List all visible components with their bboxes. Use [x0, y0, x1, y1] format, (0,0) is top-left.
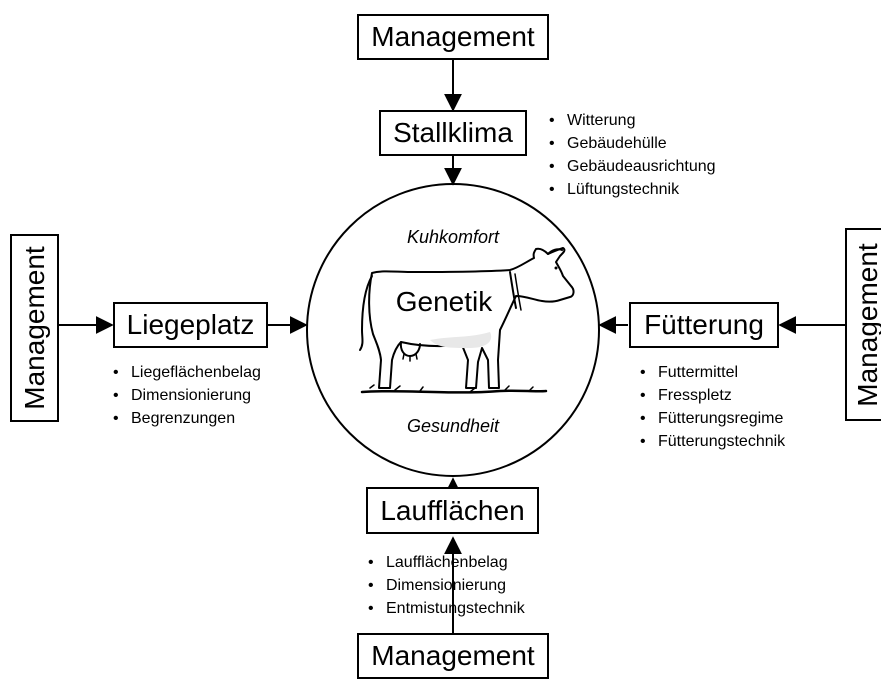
- list-item: Begrenzungen: [113, 407, 261, 430]
- stallklima-title: Stallklima: [393, 117, 513, 148]
- list-item: Dimensionierung: [368, 574, 525, 597]
- management-label-right: Management: [852, 242, 881, 407]
- management-box-left: Management: [10, 234, 59, 422]
- laufflaechen-factor-list: Laufflächenbelag Dimensionierung Entmist…: [368, 551, 525, 620]
- kuhkomfort-label: Kuhkomfort: [406, 227, 500, 247]
- list-item: Lüftungstechnik: [549, 178, 716, 201]
- laufflaechen-box: Laufflächen: [366, 487, 539, 534]
- management-label-left: Management: [18, 246, 50, 410]
- management-label-bottom: Management: [371, 640, 535, 671]
- genetik-label: Genetik: [395, 286, 493, 317]
- stallklima-factor-list: Witterung Gebäudehülle Gebäudeausrichtun…: [549, 109, 716, 201]
- list-item: Entmistungstechnik: [368, 597, 525, 620]
- liegeplatz-box: Liegeplatz: [113, 302, 268, 348]
- laufflaechen-title: Laufflächen: [380, 494, 525, 526]
- list-item: Liegeflächenbelag: [113, 361, 261, 384]
- management-box-top: Management: [357, 14, 549, 60]
- list-item: Laufflächenbelag: [368, 551, 525, 574]
- list-item: Witterung: [549, 109, 716, 132]
- list-item: Fütterungsregime: [640, 407, 785, 430]
- gesundheit-label: Gesundheit: [406, 416, 500, 436]
- fuetterung-factor-list: Futtermittel Fresspletz Fütterungsregime…: [640, 361, 785, 453]
- liegeplatz-title: Liegeplatz: [126, 309, 255, 340]
- management-box-right: Management: [845, 228, 881, 421]
- management-label-top: Management: [371, 21, 535, 52]
- list-item: Gebäudehülle: [549, 132, 716, 155]
- list-item: Fütterungstechnik: [640, 430, 785, 453]
- list-item: Fresspletz: [640, 384, 785, 407]
- list-item: Gebäudeausrichtung: [549, 155, 716, 178]
- list-item: Dimensionierung: [113, 384, 261, 407]
- fuetterung-box: Fütterung: [629, 302, 779, 348]
- fuetterung-title: Fütterung: [644, 309, 764, 340]
- list-item: Futtermittel: [640, 361, 785, 384]
- cow-drawing: [359, 247, 575, 394]
- stallklima-box: Stallklima: [379, 110, 527, 156]
- management-box-bottom: Management: [357, 633, 549, 679]
- liegeplatz-factor-list: Liegeflächenbelag Dimensionierung Begren…: [113, 361, 261, 430]
